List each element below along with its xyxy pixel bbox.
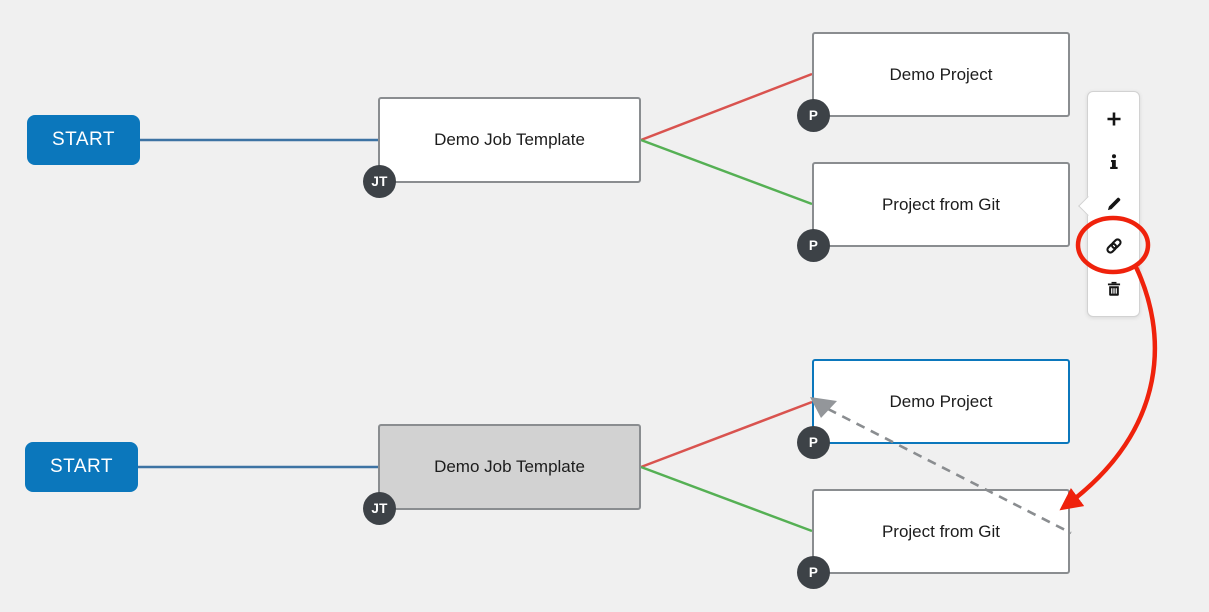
- project-badge: P: [797, 99, 830, 132]
- node-label: Demo Job Template: [434, 457, 585, 476]
- node-label: Demo Project: [889, 64, 993, 84]
- edge-failure-to-demoproject-bottom: [640, 400, 813, 469]
- toolbar-pointer-caret: [1077, 196, 1098, 216]
- job-template-badge: JT: [363, 165, 396, 198]
- link-node-button[interactable]: [1096, 228, 1132, 264]
- node-label: Demo Job Template: [434, 130, 585, 149]
- plus-icon: [1106, 112, 1121, 126]
- pencil-icon: [1107, 197, 1120, 211]
- node-demo-project-bottom-link-source[interactable]: Demo Project P: [797, 359, 1070, 459]
- node-job-template-bottom-selected[interactable]: Demo Job Template JT: [363, 424, 641, 525]
- add-node-button[interactable]: [1096, 101, 1132, 137]
- delete-node-button[interactable]: [1096, 271, 1132, 307]
- node-job-template-top[interactable]: Demo Job Template JT: [363, 97, 641, 198]
- node-action-toolbar: [1077, 91, 1140, 317]
- link-icon: [1105, 238, 1122, 254]
- info-icon: [1109, 153, 1118, 169]
- start-node-top[interactable]: START: [27, 115, 140, 165]
- start-label: START: [49, 456, 114, 477]
- node-details-button[interactable]: [1096, 144, 1132, 180]
- trash-icon: [1107, 281, 1120, 296]
- job-template-badge: JT: [363, 492, 396, 525]
- node-label: Project from Git: [881, 194, 1001, 214]
- project-badge: P: [797, 556, 830, 589]
- edge-success-to-projectfromgit-bottom: [640, 465, 813, 533]
- node-label: Project from Git: [881, 521, 1001, 541]
- edge-failure-to-demoproject-top: [640, 72, 813, 142]
- project-badge: P: [797, 229, 830, 262]
- project-badge: P: [797, 426, 830, 459]
- edge-success-to-projectfromgit-top: [640, 138, 813, 206]
- node-project-from-git-bottom-link-target[interactable]: Project from Git P: [797, 489, 1070, 589]
- edit-node-button[interactable]: [1096, 186, 1132, 222]
- start-node-bottom[interactable]: START: [25, 442, 138, 492]
- node-demo-project-top[interactable]: Demo Project P: [797, 32, 1070, 132]
- node-label: Demo Project: [889, 391, 993, 411]
- start-label: START: [51, 129, 116, 150]
- node-project-from-git-top[interactable]: Project from Git P: [797, 162, 1070, 262]
